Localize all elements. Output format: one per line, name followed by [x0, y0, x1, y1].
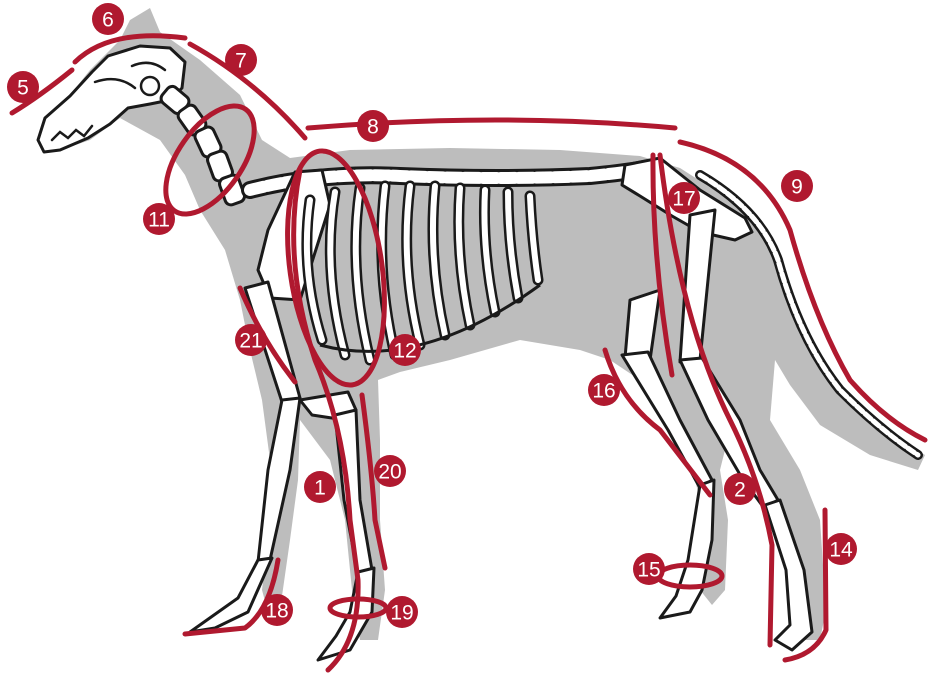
svg-text:8: 8	[367, 116, 379, 139]
marker-17[interactable]: 17	[668, 182, 700, 214]
svg-text:5: 5	[17, 77, 29, 100]
svg-text:2: 2	[734, 479, 746, 502]
marker-14[interactable]: 14	[825, 533, 857, 565]
marker-11[interactable]: 11	[143, 203, 175, 235]
marker-7[interactable]: 7	[225, 44, 257, 76]
marker-1[interactable]: 1	[304, 471, 336, 503]
svg-text:6: 6	[102, 9, 114, 32]
marker-15[interactable]: 15	[633, 553, 665, 585]
marker-9[interactable]: 9	[781, 170, 813, 202]
marker-20[interactable]: 20	[374, 455, 406, 487]
marker-19[interactable]: 19	[386, 596, 418, 628]
marker-5[interactable]: 5	[7, 71, 39, 103]
marker-16[interactable]: 16	[588, 374, 620, 406]
svg-text:12: 12	[393, 340, 416, 363]
marker-21[interactable]: 21	[235, 324, 267, 356]
svg-text:1: 1	[314, 477, 326, 500]
svg-text:17: 17	[672, 188, 695, 211]
svg-text:14: 14	[829, 539, 853, 562]
marker-6[interactable]: 6	[92, 3, 124, 35]
svg-text:11: 11	[148, 209, 170, 232]
svg-text:15: 15	[637, 559, 660, 582]
svg-text:19: 19	[390, 602, 413, 625]
marker-12[interactable]: 12	[389, 334, 421, 366]
marker-8[interactable]: 8	[357, 110, 389, 142]
svg-text:7: 7	[235, 50, 247, 73]
svg-text:9: 9	[791, 176, 803, 199]
svg-text:21: 21	[239, 330, 262, 353]
svg-text:18: 18	[265, 600, 288, 623]
marker-2[interactable]: 2	[724, 473, 756, 505]
svg-text:20: 20	[378, 461, 401, 484]
marker-18[interactable]: 18	[261, 594, 293, 626]
svg-text:16: 16	[592, 380, 615, 403]
